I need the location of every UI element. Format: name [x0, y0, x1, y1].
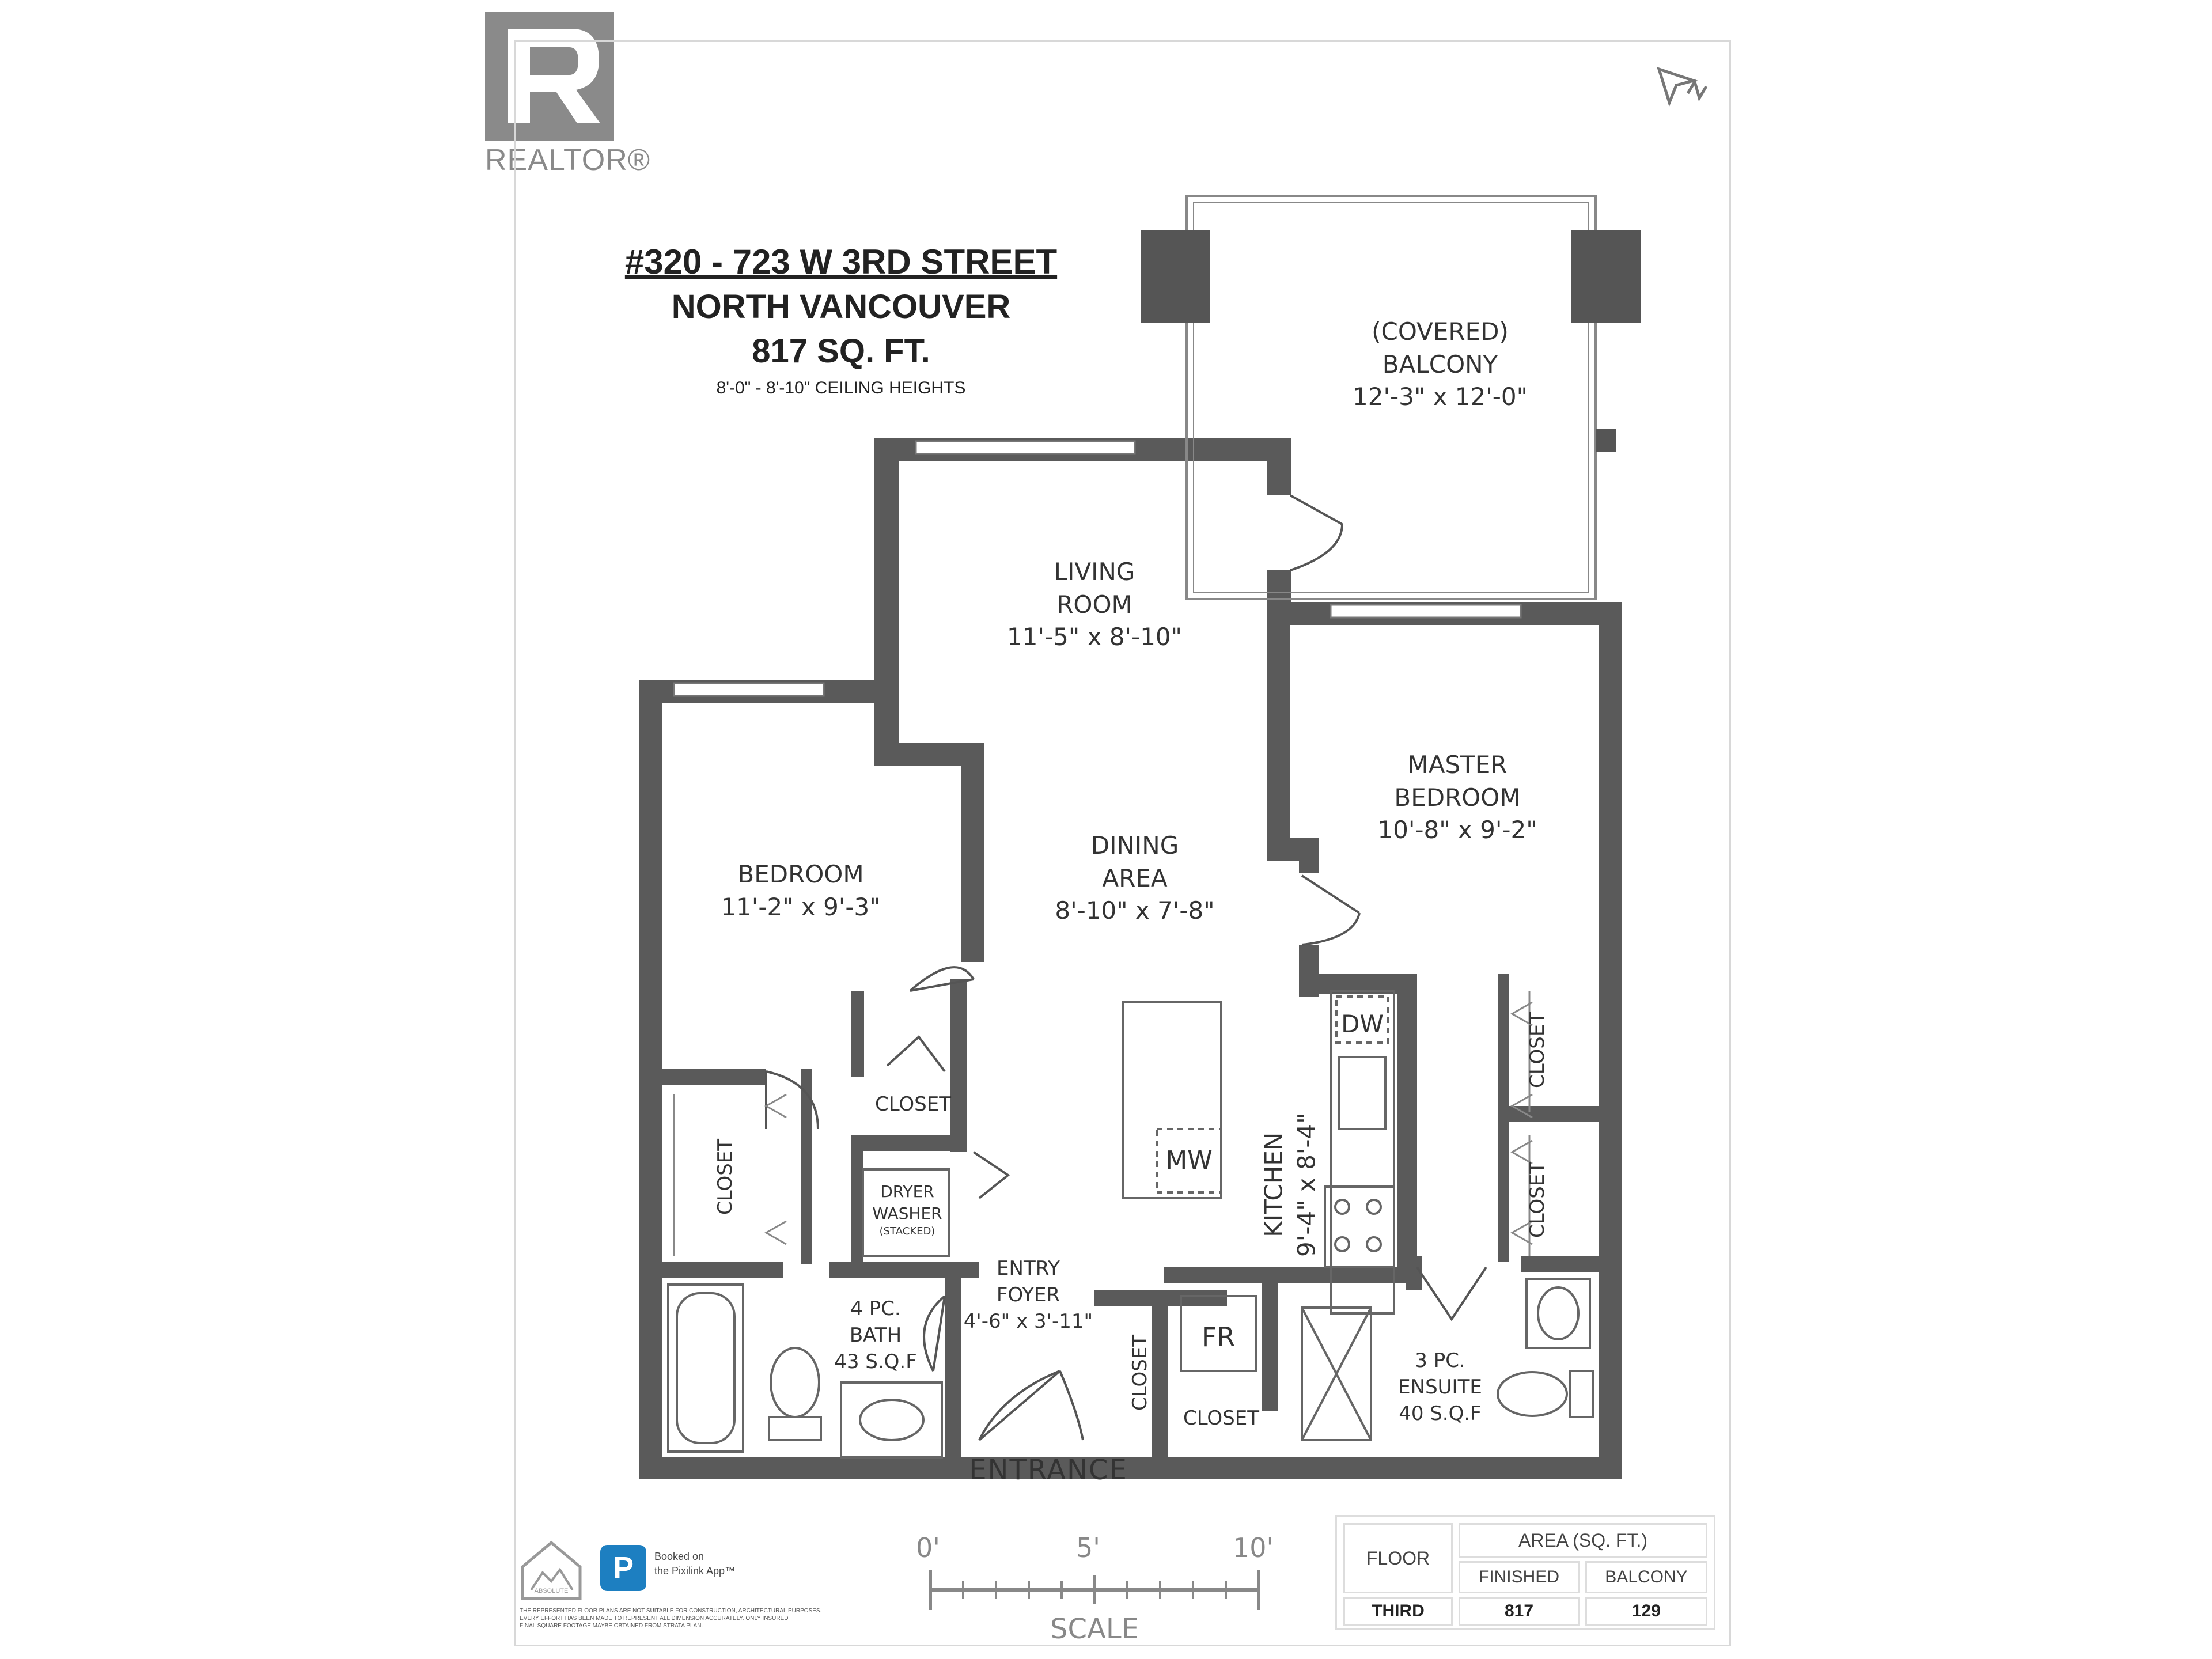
balcony-name-line1: (COVERED)	[1372, 317, 1509, 346]
living-room-label: LIVING ROOM 11'-5" x 8'-10"	[974, 556, 1215, 654]
master-bedroom-label: MASTER BEDROOM 10'-8" x 9'-2"	[1319, 749, 1596, 847]
doors	[765, 494, 1487, 1441]
pixilink-line1: Booked on	[654, 1551, 704, 1562]
ensuite-label: 3 PC. ENSUITE 40 S.Q.F	[1377, 1348, 1503, 1427]
dining-dims: 8'-10" x 7'-8"	[1055, 896, 1215, 925]
living-name-line1: LIVING	[1054, 558, 1135, 586]
area-table: FLOOR AREA (SQ. FT.) FINISHED BALCONY TH…	[1335, 1515, 1715, 1630]
table-header-floor: FLOOR	[1343, 1523, 1453, 1593]
scale-tick-10: 10'	[1233, 1532, 1274, 1563]
pixilink-icon: P	[600, 1545, 646, 1591]
dining-area-label: DINING AREA 8'-10" x 7'-8"	[1002, 830, 1267, 927]
pixilink-line2: the Pixilink App™	[654, 1565, 736, 1577]
ceiling-heights: 8'-0" - 8'-10" CEILING HEIGHTS	[716, 378, 966, 397]
laundry-dryer: DRYER	[880, 1182, 934, 1201]
realtor-logo: REALTOR®	[485, 12, 650, 177]
closet-master-top-label: CLOSET	[1526, 1012, 1550, 1088]
ensuite-name: ENSUITE	[1398, 1375, 1482, 1399]
bath-area: 43 S.Q.F	[834, 1350, 917, 1373]
table-cell-finished: 817	[1459, 1597, 1580, 1626]
table-cell-balcony: 129	[1585, 1597, 1707, 1626]
dining-name-line1: DINING	[1090, 831, 1179, 859]
balcony-outline	[1141, 195, 1641, 600]
fridge-label: FR	[1201, 1321, 1236, 1353]
bedroom-dims: 11'-2" x 9'-3"	[721, 892, 881, 921]
balcony-name-line2: BALCONY	[1382, 350, 1498, 378]
city-name: NORTH VANCOUVER	[671, 288, 1011, 325]
entrance-label: ENTRANCE	[969, 1454, 1128, 1486]
realtor-r-icon	[485, 12, 614, 141]
realtor-wordmark: REALTOR®	[485, 143, 651, 177]
scale-tick-5: 5'	[1076, 1532, 1100, 1563]
kitchen-dims: 9'-4" x 8'-4"	[1292, 1112, 1320, 1257]
balcony-label: (COVERED) BALCONY 12'-3" x 12'-0"	[1290, 316, 1590, 414]
closet-hangers	[673, 991, 1533, 1256]
table-header-balcony: BALCONY	[1585, 1561, 1707, 1593]
absolute-badge-text: ABSOLUTE	[534, 1588, 569, 1594]
absolute-badge-icon: ABSOLUTE	[520, 1538, 583, 1601]
foyer-dims: 4'-6" x 3'-11"	[963, 1309, 1093, 1333]
foyer-name-line2: FOYER	[996, 1283, 1060, 1306]
floorplan-sheet	[514, 40, 1731, 1646]
disclaimer-line3: FINAL SQUARE FOOTAGE MAYBE OBTAINED FROM…	[520, 1623, 703, 1629]
closet-bedroom-label: CLOSET	[874, 1093, 952, 1116]
kitchen-name: KITCHEN	[1259, 1132, 1288, 1237]
foyer-name-line1: ENTRY	[997, 1257, 1060, 1280]
master-dims: 10'-8" x 9'-2"	[1377, 816, 1537, 844]
bedroom-label: BEDROOM 11'-2" x 9'-3"	[680, 858, 922, 923]
dishwasher-label: DW	[1341, 1010, 1384, 1038]
total-area: 817 SQ. FT.	[752, 332, 930, 370]
bath-name: BATH	[849, 1323, 902, 1347]
kitchen-label: KITCHEN 9'-4" x 8'-4"	[1257, 1064, 1323, 1306]
disclaimer-line1: THE REPRESENTED FLOOR PLANS ARE NOT SUIT…	[520, 1608, 822, 1614]
entry-foyer-label: ENTRY FOYER 4'-6" x 3'-11"	[956, 1256, 1100, 1335]
windows	[673, 440, 1522, 697]
living-name-line2: ROOM	[1056, 590, 1132, 619]
master-name-line2: BEDROOM	[1394, 783, 1521, 812]
bath-label: 4 PC. BATH 43 S.Q.F	[818, 1296, 933, 1376]
bath-type: 4 PC.	[850, 1297, 901, 1320]
master-name-line1: MASTER	[1407, 751, 1508, 779]
scale-ruler	[929, 1570, 1260, 1610]
living-dims: 11'-5" x 8'-10"	[1007, 623, 1182, 652]
closet-bedroom-side-label: CLOSET	[714, 1138, 737, 1215]
microwave-label: MW	[1165, 1146, 1213, 1175]
fixtures	[667, 990, 1594, 1459]
table-header-finished: FINISHED	[1459, 1561, 1580, 1593]
table-header-area: AREA (SQ. FT.)	[1459, 1523, 1707, 1558]
dining-name-line2: AREA	[1102, 863, 1168, 892]
ensuite-area: 40 S.Q.F	[1399, 1402, 1482, 1425]
table-cell-floor: THIRD	[1343, 1597, 1453, 1626]
closet-entry-vertical-label: CLOSET	[1128, 1334, 1152, 1411]
laundry-stacked: (STACKED)	[879, 1225, 935, 1237]
closet-master-bottom-label: CLOSET	[1526, 1161, 1550, 1238]
pixilink-text: Booked on the Pixilink App™	[654, 1550, 735, 1578]
scale-tick-0: 0'	[916, 1532, 940, 1563]
title-block: #320 - 723 W 3RD STREET NORTH VANCOUVER …	[588, 242, 1094, 398]
unit-address: #320 - 723 W 3RD STREET	[624, 243, 1058, 281]
footer-logos: ABSOLUTE P Booked on the Pixilink App™ T…	[520, 1538, 842, 1642]
closet-entry-label: CLOSET	[1183, 1407, 1260, 1430]
laundry-label: DRYER WASHER (STACKED)	[864, 1181, 950, 1238]
ensuite-type: 3 PC.	[1415, 1349, 1465, 1372]
scale-label: SCALE	[1050, 1613, 1139, 1645]
laundry-washer: WASHER	[872, 1203, 942, 1223]
disclaimer-line2: EVERY EFFORT HAS BEEN MADE TO REPRESENT …	[520, 1615, 789, 1622]
disclaimer: THE REPRESENTED FLOOR PLANS ARE NOT SUIT…	[520, 1607, 842, 1630]
scale-bar: 0' 5' 10' SCALE	[916, 1532, 1274, 1647]
balcony-dims: 12'-3" x 12'-0"	[1353, 382, 1528, 411]
north-arrow-icon	[1653, 58, 1717, 109]
bedroom-name: BEDROOM	[737, 860, 864, 888]
